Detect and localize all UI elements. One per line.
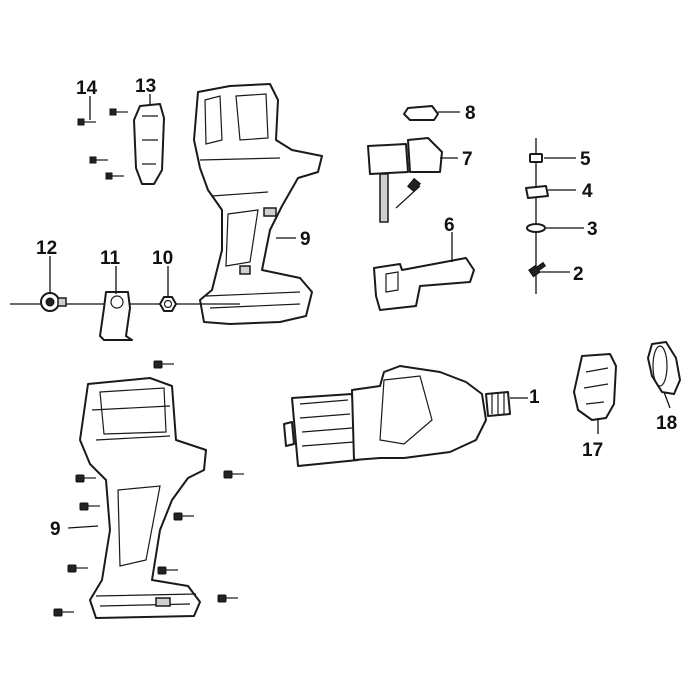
- stack-parts: [525, 153, 549, 278]
- switch-holder: [373, 257, 475, 311]
- label-part-13: 13: [135, 76, 156, 97]
- label-part-7: 7: [462, 149, 473, 170]
- small-screws: [77, 108, 128, 180]
- label-part-4: 4: [582, 181, 593, 202]
- label-part-6: 6: [444, 215, 455, 236]
- leader-lines: [49, 94, 671, 529]
- label-part-17: 17: [582, 440, 603, 461]
- motor-gearbox-assembly: [283, 365, 511, 467]
- bumper-ring: [647, 341, 681, 395]
- label-part-9-lower: 9: [50, 519, 61, 540]
- label-part-1: 1: [529, 387, 540, 408]
- label-part-12: 12: [36, 238, 57, 259]
- hex-nut: [159, 296, 177, 312]
- housing-screws: [53, 360, 244, 617]
- label-part-3: 3: [587, 219, 598, 240]
- label-part-8: 8: [465, 103, 476, 124]
- label-part-2: 2: [573, 264, 584, 285]
- switch-cap: [403, 105, 439, 121]
- label-part-11: 11: [100, 248, 121, 269]
- housing-half-upper: [193, 83, 323, 325]
- label-part-10: 10: [152, 248, 173, 269]
- nose-cover: [573, 353, 617, 421]
- selector-knob: [40, 292, 67, 312]
- label-part-9-upper: 9: [300, 229, 311, 250]
- label-part-18: 18: [656, 413, 677, 434]
- trigger-switch: [367, 137, 443, 223]
- housing-half-lower: [79, 377, 207, 619]
- label-part-5: 5: [580, 149, 591, 170]
- side-plate: [133, 103, 165, 185]
- bracket: [99, 291, 133, 341]
- label-part-14: 14: [76, 78, 98, 99]
